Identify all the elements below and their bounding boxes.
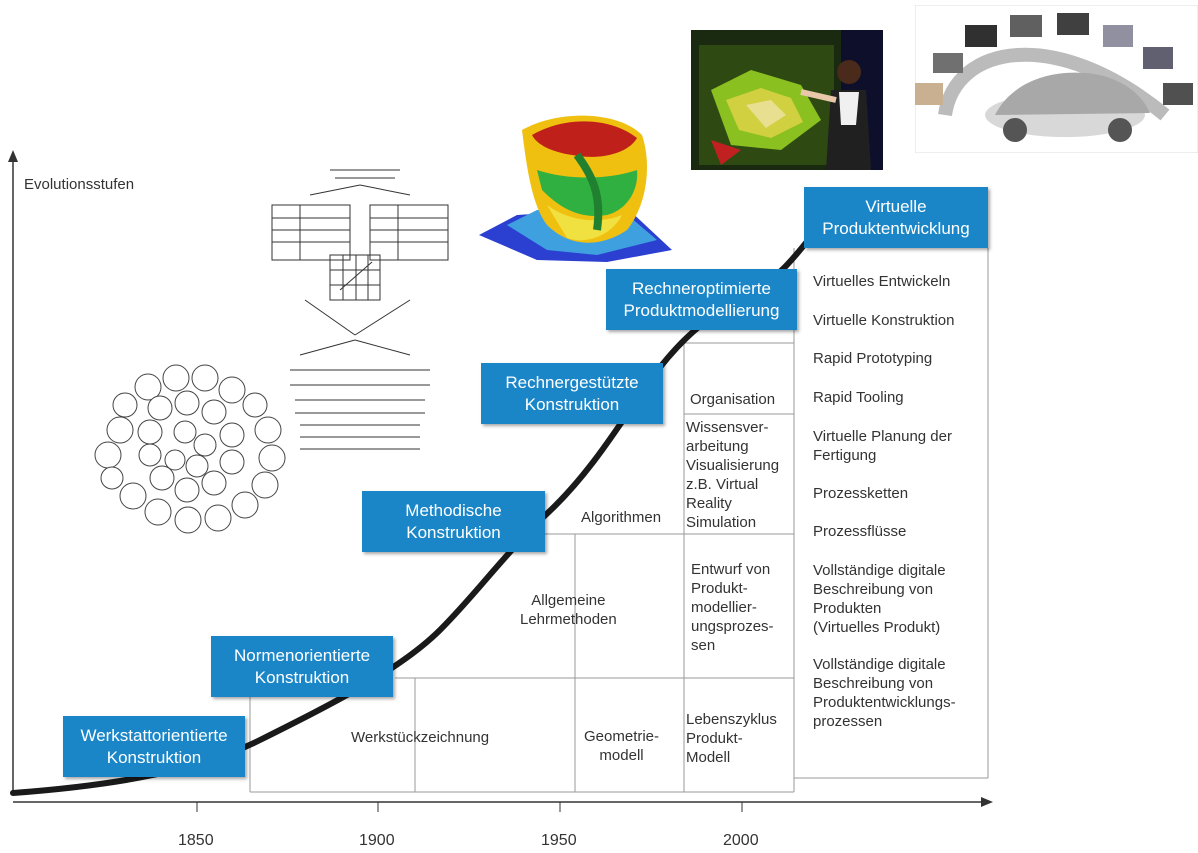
x-tick-label-1900: 1900 xyxy=(359,832,395,849)
stage-virtuelle: Virtuelle Produktentwicklung xyxy=(804,187,988,248)
list-item: Prozessflüsse xyxy=(813,523,907,540)
stage-label: Rechnergestützte Konstruktion xyxy=(505,372,639,414)
stage-label: Virtuelle Produktentwicklung xyxy=(822,196,970,238)
x-tick-label-1850: 1850 xyxy=(178,832,214,849)
cell-allgemeine-lehrmethoden: Allgemeine Lehrmethoden xyxy=(520,592,617,628)
fem-color-model xyxy=(479,115,672,262)
stage-label: Methodische Konstruktion xyxy=(405,500,502,542)
stage-werkstattorientierte: Werkstattorientierte Konstruktion xyxy=(63,716,245,777)
spiral-circle-diagram xyxy=(94,364,286,534)
x-tick-label-1950: 1950 xyxy=(541,832,577,849)
list-item: Prozessketten xyxy=(813,485,909,502)
methodology-flowchart xyxy=(271,169,449,450)
y-axis-title: Evolutionsstufen xyxy=(24,176,135,193)
cell-algorithmen: Algorithmen xyxy=(581,509,662,526)
list-item: Virtuelle Konstruktion xyxy=(813,312,955,329)
stage-label: Rechneroptimierte Produktmodellierung xyxy=(623,278,780,320)
cell-geometriemodell: Geometrie- modell xyxy=(584,728,660,764)
x-tick-label-2000: 2000 xyxy=(723,832,759,849)
cell-wissensverarbeitung: Wissensver- arbeitung Visualisierung z.B… xyxy=(686,419,780,531)
car-lifecycle-graphic xyxy=(915,5,1198,153)
virtual-reality-presentation xyxy=(691,30,883,170)
stage-label: Normenorientierte Konstruktion xyxy=(233,645,371,687)
stage-normenorientierte: Normenorientierte Konstruktion xyxy=(211,636,393,697)
list-item: Virtuelle Planung der Fertigung xyxy=(813,428,952,464)
table-grid xyxy=(249,248,989,793)
stage-rechneroptimierte: Rechneroptimierte Produktmodellierung xyxy=(606,269,797,330)
cell-werkstueckzeichnung: Werkstückzeichnung xyxy=(351,729,490,746)
list-item: Rapid Tooling xyxy=(813,389,904,406)
list-item: Virtuelles Entwickeln xyxy=(813,273,951,290)
stage-label: Werkstattorientierte Konstruktion xyxy=(80,725,228,767)
virtual-development-list: Virtuelles Entwickeln Virtuelle Konstruk… xyxy=(813,272,993,731)
cell-organisation: Organisation xyxy=(690,391,776,408)
stage-methodische: Methodische Konstruktion xyxy=(362,491,545,552)
x-axis-arrow xyxy=(981,797,993,807)
cell-lebenszyklus: Lebenszyklus Produkt- Modell xyxy=(686,711,777,766)
y-axis-arrow xyxy=(8,150,18,162)
stage-rechnergestuetzte: Rechnergestützte Konstruktion xyxy=(481,363,663,424)
cell-entwurf: Entwurf von Produkt- modellier- ungsproz… xyxy=(691,561,774,654)
list-item: Vollständige digitale Beschreibung von P… xyxy=(813,656,956,730)
list-item: Vollständige digitale Beschreibung von P… xyxy=(813,562,946,636)
list-item: Rapid Prototyping xyxy=(813,350,933,367)
